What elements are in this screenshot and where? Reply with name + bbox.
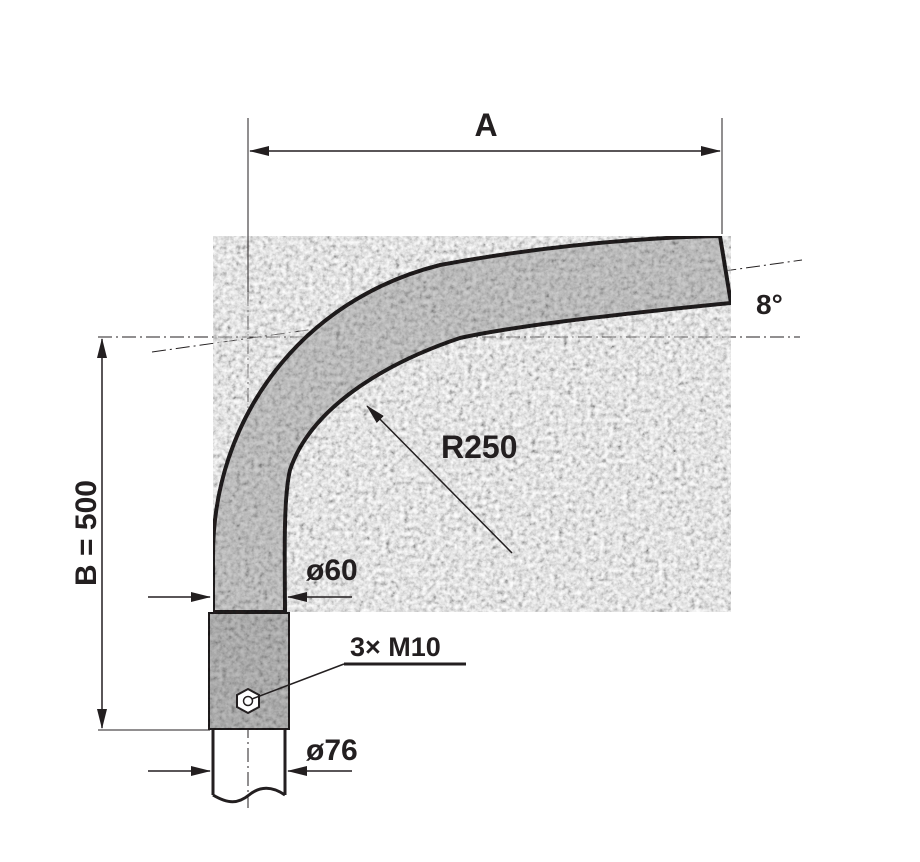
dimension-b xyxy=(97,338,210,731)
dimension-a xyxy=(247,118,723,292)
bolt-leader-line xyxy=(251,663,345,700)
pipe-bend-body xyxy=(211,234,733,614)
pipe-bend xyxy=(211,234,733,614)
sleeve-body xyxy=(206,610,292,732)
hex-bolt-icon xyxy=(236,687,260,715)
dim-b-label: B = 500 xyxy=(70,480,103,586)
sleeve xyxy=(206,610,292,732)
pole-stub xyxy=(211,730,287,804)
bolt-shank xyxy=(242,695,254,707)
diameter-60-label: ø60 xyxy=(306,554,358,587)
radius-leader-line xyxy=(366,405,513,554)
bolt-callout-label: 3× M10 xyxy=(350,632,441,662)
pole-break-line xyxy=(212,786,286,804)
bolt-callout xyxy=(251,662,466,700)
radius-leader xyxy=(366,405,513,554)
radius-label: R250 xyxy=(441,429,518,465)
angle-label: 8° xyxy=(756,289,783,320)
dim-a-label: A xyxy=(474,107,497,143)
diameter-76-label: ø76 xyxy=(306,734,358,767)
